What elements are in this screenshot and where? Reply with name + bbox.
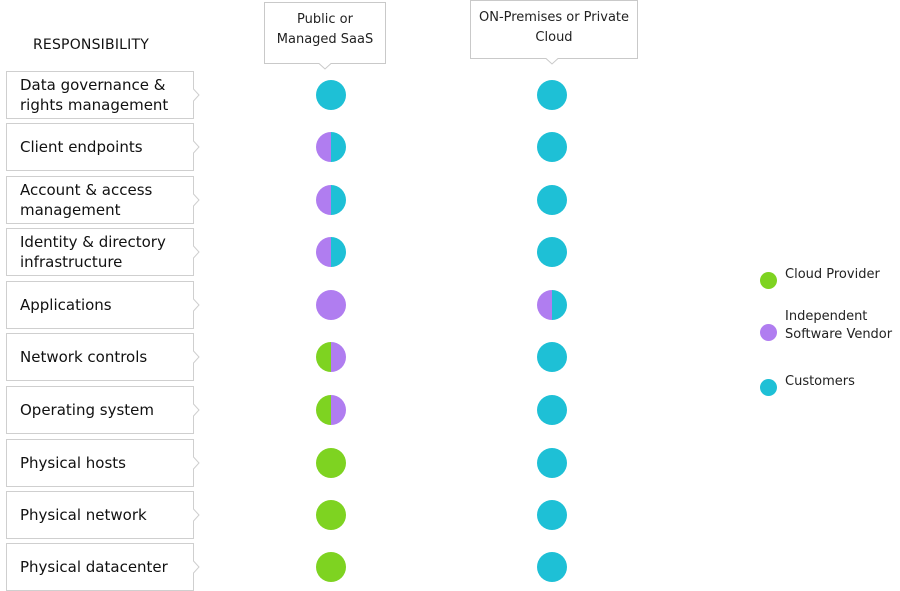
column-header-saas-label: Public or Managed SaaS — [276, 12, 374, 47]
on-premises-responsibility-dot — [536, 447, 568, 479]
responsibility-row: Physical datacenter — [0, 543, 900, 591]
responsibility-label-box: Physical network — [6, 491, 200, 539]
responsibility-label-box: Operating system — [6, 386, 200, 434]
responsibility-row: Physical hosts — [0, 439, 900, 487]
responsibility-title: RESPONSIBILITY — [33, 37, 149, 53]
saas-responsibility-dot — [315, 79, 347, 111]
responsibility-row: Applications — [0, 281, 900, 329]
on-premises-responsibility-dot — [536, 236, 568, 268]
responsibility-label: Network controls — [20, 348, 148, 366]
on-premises-responsibility-dot — [536, 499, 568, 531]
legend-label: Customers — [785, 374, 855, 389]
responsibility-label-box: Applications — [6, 281, 200, 329]
responsibility-row: Network controls — [0, 333, 900, 381]
responsibility-label-box: Physical datacenter — [6, 543, 200, 591]
responsibility-label-box: Data governance & rights management — [6, 71, 200, 119]
responsibility-label: Physical hosts — [20, 454, 126, 472]
responsibility-label: Physical network — [20, 506, 147, 524]
responsibility-label-box: Client endpoints — [6, 123, 200, 171]
legend-swatch — [760, 379, 777, 396]
responsibility-row: Operating system — [0, 386, 900, 434]
responsibility-label: Identity & directory infrastructure — [20, 233, 166, 271]
legend-swatch — [760, 272, 777, 289]
responsibility-label: Physical datacenter — [20, 558, 168, 576]
saas-responsibility-dot — [315, 236, 347, 268]
saas-responsibility-dot — [315, 447, 347, 479]
responsibility-row: Identity & directory infrastructure — [0, 228, 900, 276]
saas-responsibility-dot — [315, 184, 347, 216]
responsibility-label-box: Identity & directory infrastructure — [6, 228, 200, 276]
column-header-on-premises: ON-Premises or Private Cloud — [470, 0, 638, 65]
saas-responsibility-dot — [315, 551, 347, 583]
column-header-saas: Public or Managed SaaS — [264, 2, 386, 70]
responsibility-label-box: Network controls — [6, 333, 200, 381]
saas-responsibility-dot — [315, 394, 347, 426]
on-premises-responsibility-dot — [536, 551, 568, 583]
responsibility-row: Data governance & rights management — [0, 71, 900, 119]
responsibility-label-box: Account & access management — [6, 176, 200, 224]
responsibility-row: Physical network — [0, 491, 900, 539]
on-premises-responsibility-dot — [536, 131, 568, 163]
saas-responsibility-dot — [315, 289, 347, 321]
responsibility-label: Operating system — [20, 401, 154, 419]
responsibility-label: Client endpoints — [20, 138, 143, 156]
saas-responsibility-dot — [315, 131, 347, 163]
responsibility-label-box: Physical hosts — [6, 439, 200, 487]
responsibility-row: Account & access management — [0, 176, 900, 224]
legend-swatch — [760, 324, 777, 341]
saas-responsibility-dot — [315, 499, 347, 531]
responsibility-label: Applications — [20, 296, 112, 314]
on-premises-responsibility-dot — [536, 184, 568, 216]
saas-responsibility-dot — [315, 341, 347, 373]
on-premises-responsibility-dot — [536, 341, 568, 373]
legend-label: Cloud Provider — [785, 267, 880, 282]
responsibility-row: Client endpoints — [0, 123, 900, 171]
on-premises-responsibility-dot — [536, 394, 568, 426]
responsibility-label: Data governance & rights management — [20, 76, 169, 114]
responsibility-label: Account & access management — [20, 181, 153, 219]
on-premises-responsibility-dot — [536, 79, 568, 111]
legend-label: Independent Software Vendor — [785, 309, 893, 342]
column-header-on-premises-label: ON-Premises or Private Cloud — [478, 10, 630, 45]
on-premises-responsibility-dot — [536, 289, 568, 321]
